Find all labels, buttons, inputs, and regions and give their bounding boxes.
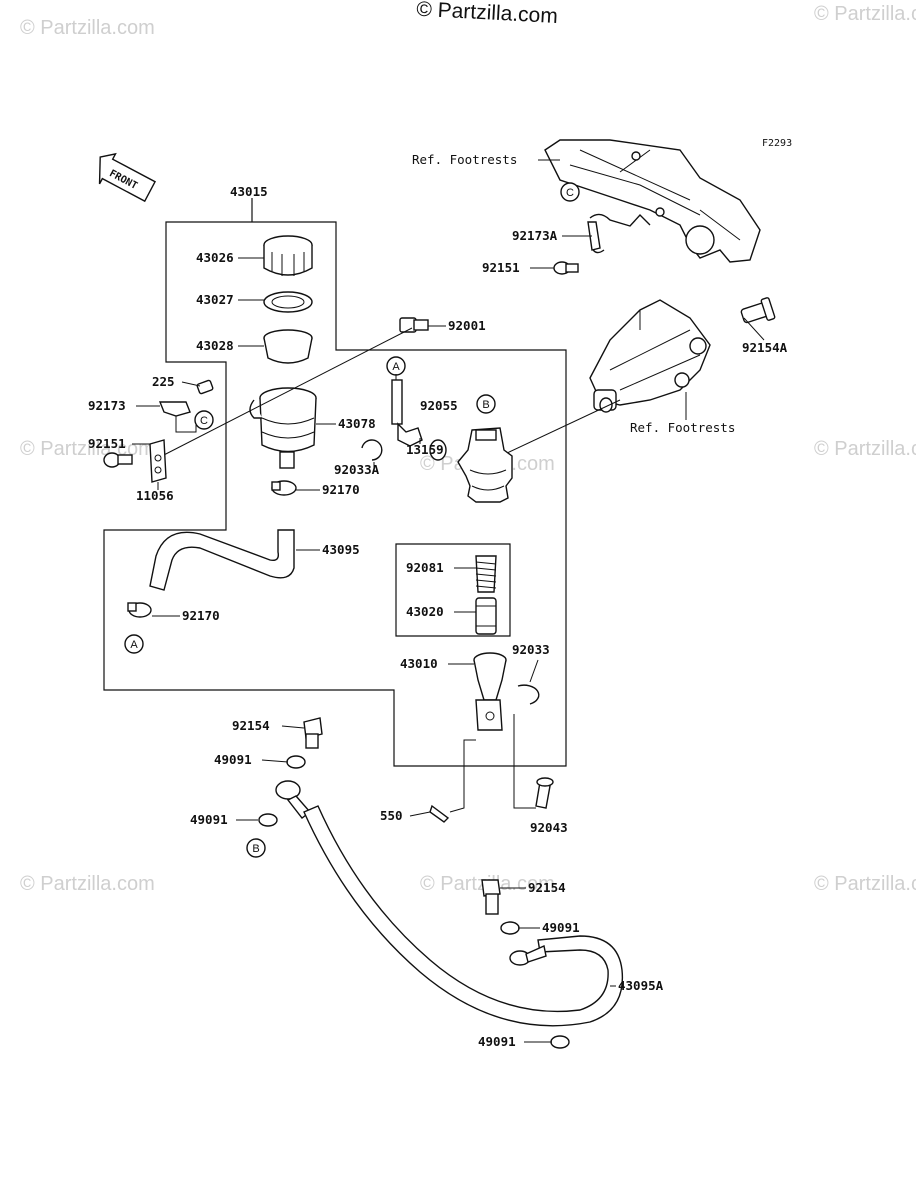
label-92043: 92043: [530, 820, 568, 835]
label-92081: 92081: [406, 560, 444, 575]
label-92001: 92001: [448, 318, 486, 333]
label-92154-lower: 92154: [528, 880, 566, 895]
bolt-92154A: [740, 297, 776, 324]
part-labels: 43015 43026 43027 43028 92001 225 92173 …: [88, 152, 788, 1049]
bolt-92151: [103, 452, 133, 468]
label-43026: 43026: [196, 250, 234, 265]
hose-43095A: [303, 805, 624, 1027]
callout-A-upper: A: [386, 356, 406, 376]
washer-49091-c: [500, 921, 520, 935]
clip-92173A: [587, 221, 601, 251]
label-43010: 43010: [400, 656, 438, 671]
label-92170-upper: 92170: [322, 482, 360, 497]
bolt-92001: [399, 317, 429, 333]
label-43028: 43028: [196, 338, 234, 353]
bolt-225: [196, 379, 214, 395]
label-92170-lower: 92170: [182, 608, 220, 623]
svg-text:B: B: [482, 399, 489, 411]
pushrod-43010: [473, 652, 507, 731]
label-92151-top: 92151: [482, 260, 520, 275]
footrest-bracket-mid: [589, 299, 711, 413]
piston-43020: [475, 597, 497, 635]
svg-text:C: C: [566, 187, 574, 199]
diaphragm-43027: [263, 291, 313, 313]
callout-A-lower: A: [124, 634, 144, 654]
label-49091-d: 49091: [478, 1034, 516, 1049]
label-92154-upper: 92154: [232, 718, 270, 733]
banjo-bolt-92154-upper: [303, 717, 323, 749]
clip-92173: [158, 401, 191, 417]
washer-49091-d: [550, 1035, 570, 1049]
hose-43095: [149, 529, 295, 591]
master-cylinder-body: [457, 427, 513, 503]
label-43027: 43027: [196, 292, 234, 307]
label-92151: 92151: [88, 436, 126, 451]
washer-49091-b: [258, 813, 278, 827]
banjo-fitting-lower: [509, 945, 547, 966]
label-49091-a: 49091: [214, 752, 252, 767]
watermark-top-left: © Partzilla.com: [20, 17, 155, 39]
circlip-92033: [517, 684, 540, 705]
callout-C-top: C: [560, 182, 580, 202]
callout-C-left: C: [194, 410, 214, 430]
label-92033: 92033: [512, 642, 550, 657]
label-550: 550: [380, 808, 403, 823]
front-arrow-icon: FRONT: [98, 152, 157, 203]
label-13159: 13159: [406, 442, 444, 457]
watermark-top: © Partzilla.com: [416, 0, 559, 28]
reservoir-cap-43026: [263, 235, 313, 276]
svg-text:A: A: [130, 639, 138, 651]
label-11056: 11056: [136, 488, 174, 503]
label-43015: 43015: [230, 184, 268, 199]
label-43020: 43020: [406, 604, 444, 619]
label-49091-b: 49091: [190, 812, 228, 827]
label-92055: 92055: [420, 398, 458, 413]
label-92173A: 92173A: [512, 228, 558, 243]
watermark-top-right: © Partzilla.com: [814, 3, 916, 25]
label-92154A: 92154A: [742, 340, 788, 355]
bracket-11056: [149, 439, 167, 483]
circlip-92033A: [361, 439, 383, 461]
figure-code: F2293: [762, 138, 792, 149]
label-43078: 43078: [338, 416, 376, 431]
label-ref-footrests-mid: Ref. Footrests: [630, 420, 735, 435]
label-92033A: 92033A: [334, 462, 380, 477]
washer-49091-a: [286, 755, 306, 769]
watermark-bottom-right: © Partzilla.com: [814, 873, 916, 895]
label-92173: 92173: [88, 398, 126, 413]
pin-92043: [535, 777, 554, 809]
cotter-pin-550: [429, 804, 450, 823]
svg-text:A: A: [392, 361, 400, 373]
label-225: 225: [152, 374, 175, 389]
watermark-mid-right: © Partzilla.com: [814, 438, 916, 460]
connector-13159: [391, 379, 423, 447]
svg-text:B: B: [252, 843, 259, 855]
clamp-92170-upper: [271, 480, 297, 496]
callout-B-upper: B: [476, 394, 496, 414]
leader-lines: [132, 159, 765, 1043]
label-ref-footrests-top: Ref. Footrests: [412, 152, 517, 167]
label-43095: 43095: [322, 542, 360, 557]
assembly-bracket: [103, 198, 567, 767]
svg-text:C: C: [200, 415, 208, 427]
plate-43028: [263, 329, 313, 364]
label-49091-c: 49091: [542, 920, 580, 935]
clamp-92170-lower: [127, 602, 152, 618]
bolt-92151-top: [553, 261, 579, 275]
label-43095A: 43095A: [618, 978, 664, 993]
reservoir-43078: [249, 387, 317, 469]
oring-92055: [429, 439, 447, 461]
banjo-bolt-92154-lower: [481, 879, 501, 915]
callout-B-lower: B: [246, 838, 266, 858]
watermark-bottom-left: © Partzilla.com: [20, 873, 155, 895]
spring-92081: [475, 555, 497, 593]
footrest-frame-top: [544, 139, 761, 263]
